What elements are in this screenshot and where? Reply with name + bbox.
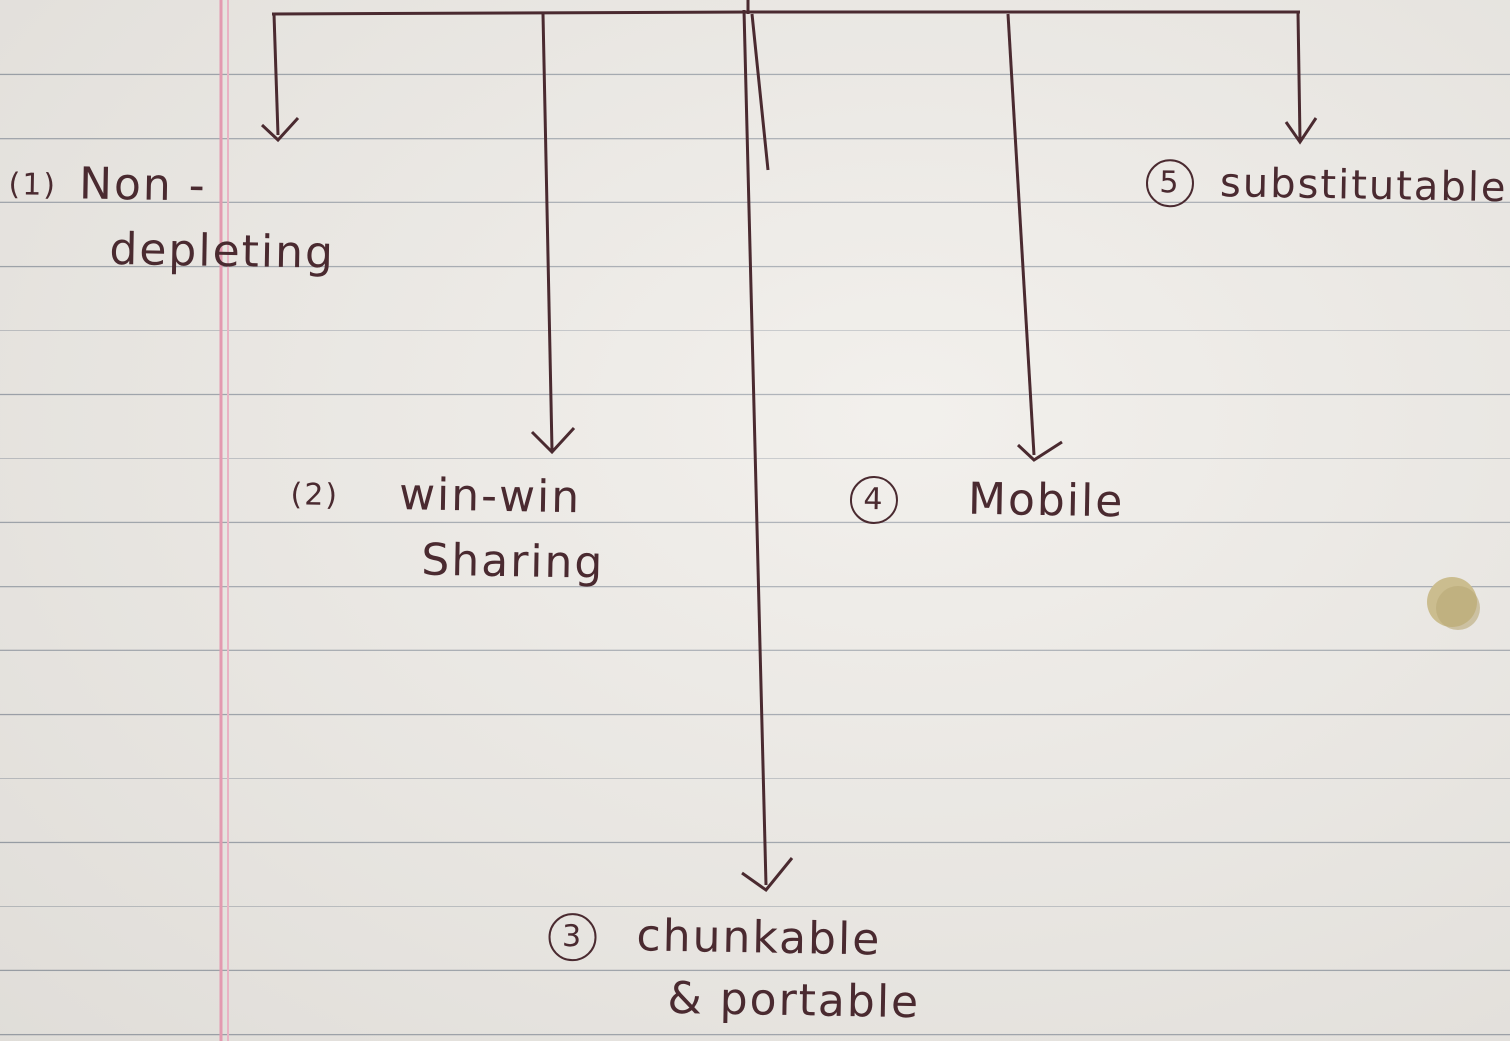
arrowhead-5 [1284, 117, 1318, 145]
pin-hole-shade [1436, 586, 1480, 630]
node-3-label-line2: & portable [667, 972, 921, 1029]
node-5-label-line1: substitutable [1219, 160, 1508, 212]
node-3: 3 chunkable & portable [547, 909, 922, 1028]
node-5: 5 substitutable [1145, 155, 1508, 213]
node-5-number: 5 [1145, 158, 1195, 208]
node-1-number: (1) [8, 167, 58, 203]
node-1-label-line1: Non - [78, 158, 208, 212]
node-2-label-line2: Sharing [420, 534, 605, 589]
node-2-label-line1: win-win [398, 469, 582, 524]
node-1: (1) Non - depleting [7, 157, 337, 279]
node-2-number: (2) [290, 477, 340, 514]
node-3-label-line1: chunkable [636, 910, 882, 966]
top-connector-line [271, 10, 1300, 16]
arrowhead-2 [530, 426, 576, 455]
node-1-label-line2: depleting [108, 223, 336, 279]
arrow-to-node-4 [1006, 13, 1036, 456]
arrowhead-1 [260, 116, 300, 143]
arrow-to-node-3-second-stroke [750, 13, 770, 171]
arrow-to-node-5 [1296, 11, 1302, 141]
node-4-label-line1: Mobile [967, 473, 1125, 528]
arrowhead-3 [741, 857, 794, 893]
node-4-number: 4 [849, 475, 899, 525]
arrowhead-4 [1016, 440, 1063, 462]
arrow-to-node-1 [272, 13, 280, 136]
arrow-to-node-2 [541, 13, 554, 451]
node-4: 4 Mobile [849, 472, 1125, 529]
arrow-to-node-3 [742, 9, 768, 886]
node-2: (2) win-win Sharing [289, 467, 606, 589]
node-3-number: 3 [548, 912, 597, 962]
